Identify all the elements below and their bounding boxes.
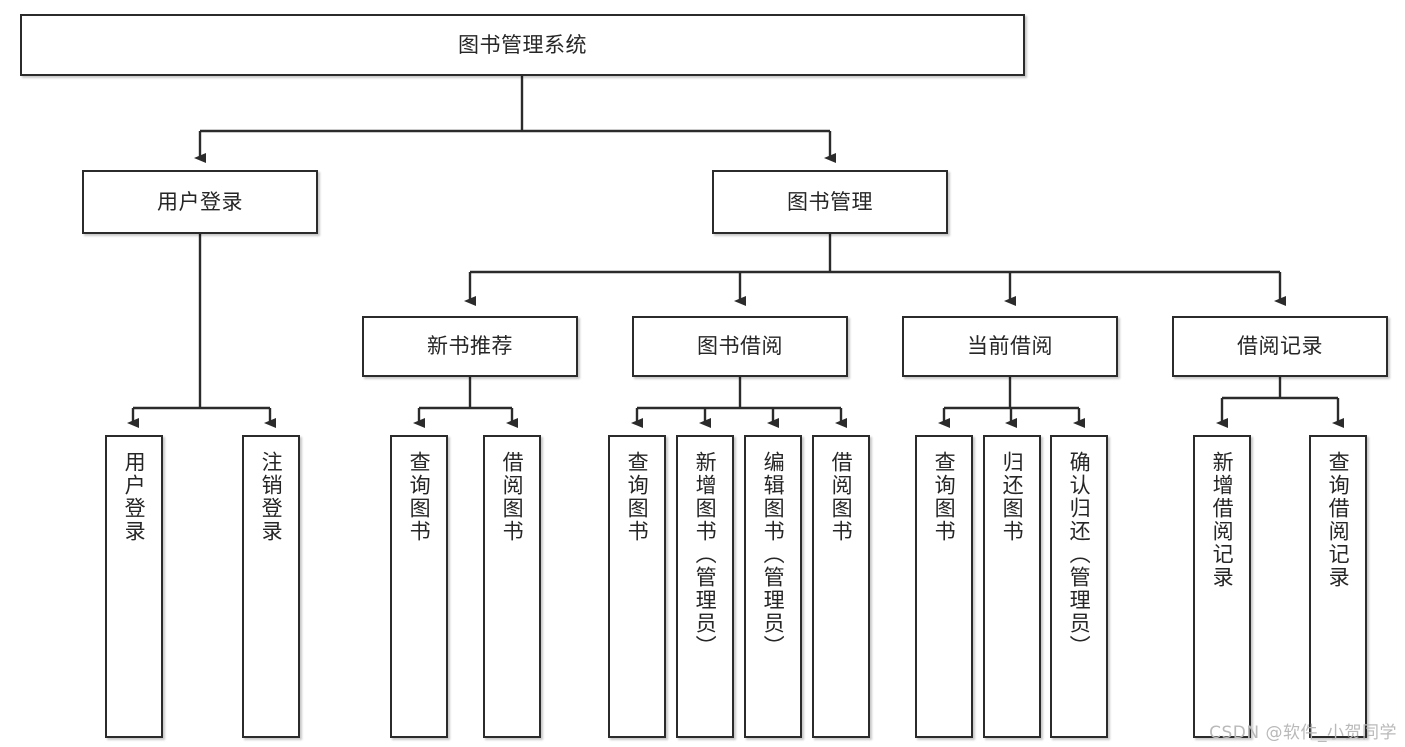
node-label: 新书推荐 xyxy=(427,334,513,359)
node-label: 新增借阅记录 xyxy=(1210,451,1235,589)
node-label: 借阅图书 xyxy=(829,451,854,543)
watermark-text: CSDN @软件_小贺同学 xyxy=(1209,723,1397,743)
node-current-borrow[interactable]: 当前借阅 xyxy=(902,316,1118,377)
node-leaf-query-book-2[interactable]: 查询图书 xyxy=(608,435,666,738)
node-leaf-return-book[interactable]: 归还图书 xyxy=(983,435,1041,738)
node-label: 图书管理系统 xyxy=(458,32,587,57)
node-label: 查询借阅记录 xyxy=(1326,451,1351,589)
node-label: 注销登录 xyxy=(259,451,284,543)
node-label: 查询图书 xyxy=(932,451,957,543)
node-leaf-logout[interactable]: 注销登录 xyxy=(242,435,300,738)
node-label: 查询图书 xyxy=(625,451,650,543)
node-leaf-query-book-3[interactable]: 查询图书 xyxy=(915,435,973,738)
node-borrow-record[interactable]: 借阅记录 xyxy=(1172,316,1388,377)
node-leaf-query-book-1[interactable]: 查询图书 xyxy=(390,435,448,738)
node-label: 当前借阅 xyxy=(967,334,1053,359)
node-leaf-borrow-book-1[interactable]: 借阅图书 xyxy=(483,435,541,738)
node-leaf-borrow-book-2[interactable]: 借阅图书 xyxy=(812,435,870,738)
node-leaf-query-record[interactable]: 查询借阅记录 xyxy=(1309,435,1367,738)
node-book-manage[interactable]: 图书管理 xyxy=(712,170,948,234)
node-label: 查询图书 xyxy=(407,451,432,543)
node-label: 归还图书 xyxy=(1000,451,1025,543)
node-root-system[interactable]: 图书管理系统 xyxy=(20,14,1025,76)
node-label: 用户登录 xyxy=(122,451,147,543)
node-label: 用户登录 xyxy=(157,189,243,214)
node-leaf-user-login[interactable]: 用户登录 xyxy=(105,435,163,738)
node-new-book-rec[interactable]: 新书推荐 xyxy=(362,316,578,377)
node-label: 图书借阅 xyxy=(697,334,783,359)
node-leaf-add-book[interactable]: 新增图书（管理员） xyxy=(676,435,734,738)
node-label: 确认归还（管理员） xyxy=(1067,451,1092,658)
node-leaf-confirm-return[interactable]: 确认归还（管理员） xyxy=(1050,435,1108,738)
node-label: 编辑图书（管理员） xyxy=(761,451,786,658)
node-label: 新增图书（管理员） xyxy=(693,451,718,658)
node-book-borrow[interactable]: 图书借阅 xyxy=(632,316,848,377)
node-user-login[interactable]: 用户登录 xyxy=(82,170,318,234)
node-leaf-add-record[interactable]: 新增借阅记录 xyxy=(1193,435,1251,738)
node-leaf-edit-book[interactable]: 编辑图书（管理员） xyxy=(744,435,802,738)
node-label: 图书管理 xyxy=(787,189,873,214)
node-label: 借阅图书 xyxy=(500,451,525,543)
node-label: 借阅记录 xyxy=(1237,334,1323,359)
